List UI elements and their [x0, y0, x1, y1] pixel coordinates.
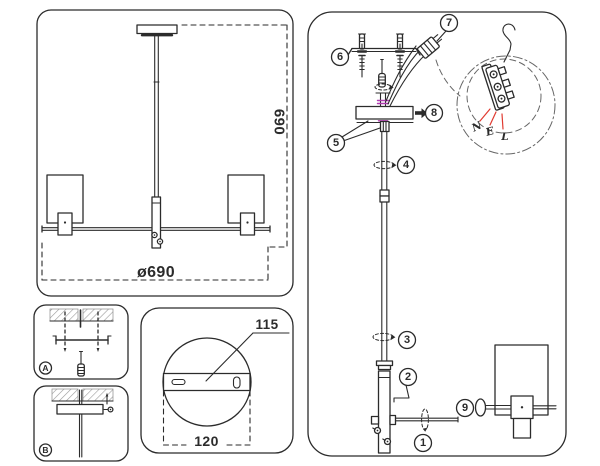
shade-assembly: [474, 344, 557, 439]
part-marker-7: [439, 13, 459, 33]
part-9-label: 9: [462, 402, 468, 414]
mounting-bracket-icon: [347, 47, 421, 56]
arrow-right-icon: [415, 108, 428, 119]
wire-leader-l: [501, 113, 504, 130]
part-marker-4: [396, 155, 416, 175]
part-2-label: 2: [405, 371, 411, 383]
rod-joint: [379, 189, 390, 197]
canopy-plate: [355, 105, 414, 120]
part-4-label: 4: [403, 159, 410, 171]
part-8-label: 8: [431, 107, 437, 119]
terminal-block-icon: [481, 63, 515, 111]
side-screw-icon: [103, 392, 114, 413]
step-a-marker: [38, 361, 53, 375]
overview-panel: 690 ø690: [36, 9, 294, 297]
screw-icon: [358, 54, 366, 78]
part-6-label: 6: [337, 51, 343, 63]
canopy-detail-panel: 115 120: [140, 307, 294, 454]
part-7-label: 7: [446, 17, 452, 29]
hook-icon: [502, 23, 516, 51]
detail-leader: [435, 59, 461, 97]
part-marker-6: [330, 47, 350, 67]
canopy-diameter-label: 120: [194, 433, 219, 449]
rod-flange: [375, 360, 394, 367]
mount-step-a-panel: A: [33, 304, 129, 380]
screw-alignment-lines: [63, 311, 100, 352]
mounting-bracket-icon: [52, 335, 112, 345]
bar-hole: [232, 376, 241, 389]
part-marker-2: [398, 367, 418, 387]
mount-step-b-panel: B: [33, 385, 129, 462]
part-5-label: 5: [333, 137, 339, 149]
height-dimension-label: 690: [271, 109, 288, 135]
wire-leader-e: [489, 111, 497, 126]
terminal-connector-icon: [416, 34, 443, 59]
rod-flange: [377, 364, 392, 371]
mounting-bar: [162, 372, 251, 392]
step-a-label: A: [42, 363, 48, 373]
wall-anchor-icon: [357, 33, 367, 50]
diameter-dimension-label: ø690: [137, 264, 175, 281]
part-marker-5: [326, 133, 346, 153]
ceiling-bracket-kit: [347, 33, 421, 88]
central-body: [377, 370, 391, 454]
wire-leader-n: [479, 108, 491, 122]
part-1-label: 1: [420, 437, 426, 449]
part-marker-1: [413, 433, 433, 453]
assembly-panel: N E L: [307, 11, 567, 457]
bracket-length-label: 115: [256, 317, 279, 332]
canopy-bar-side-view: [56, 403, 104, 415]
ceiling-hatch: [51, 388, 114, 402]
lamp-bulb-icon: [474, 398, 487, 417]
chandelier-side-view: [41, 24, 271, 249]
wire: [389, 53, 427, 107]
rod-and-body: [370, 130, 459, 454]
neutral-label: N: [469, 119, 484, 135]
screw-icon: [396, 54, 404, 78]
earth-label: E: [484, 125, 497, 139]
step-b-label: B: [42, 445, 48, 455]
wiring-detail: N E L: [456, 23, 556, 155]
canopy-assembly: [355, 34, 461, 133]
part-marker-8: [424, 103, 444, 123]
part-3-label: 3: [404, 334, 410, 346]
screwdriver-icon: [77, 350, 85, 377]
rod-joint: [379, 195, 390, 203]
wire: [385, 45, 417, 102]
rod-coupler: [379, 120, 390, 133]
step-b-marker: [38, 443, 53, 457]
overview-dimensions: 690 ø690: [41, 24, 288, 281]
wire: [387, 48, 422, 105]
bar-slot: [171, 378, 186, 386]
wall-anchor-icon: [395, 33, 405, 50]
part-markers: 7 6 8 5 4 3 2 1 9: [326, 13, 475, 453]
part-marker-3: [397, 330, 417, 350]
part-marker-9: [455, 398, 475, 418]
live-label: L: [500, 131, 508, 143]
